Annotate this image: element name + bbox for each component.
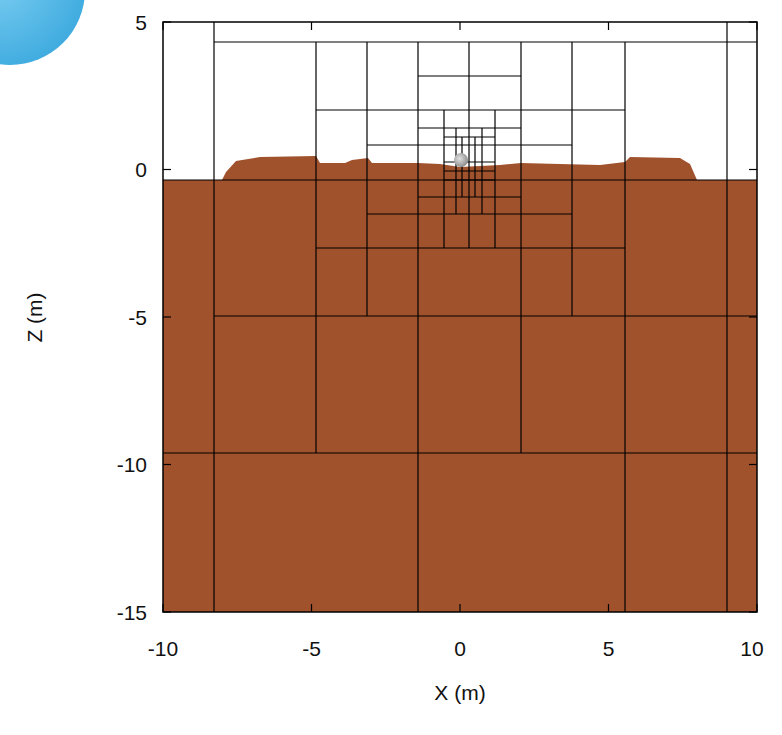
y-tick-label: 0 [135, 159, 147, 180]
x-tick-label: 10 [740, 638, 763, 659]
ground [163, 180, 757, 612]
mesh-lines [163, 22, 757, 612]
y-tick-label: -15 [117, 602, 147, 623]
y-tick-label: 5 [135, 12, 147, 33]
axis-title: X (m) [434, 682, 485, 703]
x-tick-label: -5 [302, 638, 321, 659]
x-tick-label: -10 [148, 638, 178, 659]
grey-ball [454, 153, 468, 167]
blue-sphere [0, 0, 85, 65]
x-tick-label: 0 [454, 638, 466, 659]
plot-frame [163, 22, 757, 612]
y-tick-label: -5 [128, 307, 147, 328]
x-tick-label: 5 [603, 638, 615, 659]
y-tick-label: -10 [117, 454, 147, 475]
axis-ticks [163, 22, 757, 612]
axis-title: Z (m) [24, 292, 45, 342]
